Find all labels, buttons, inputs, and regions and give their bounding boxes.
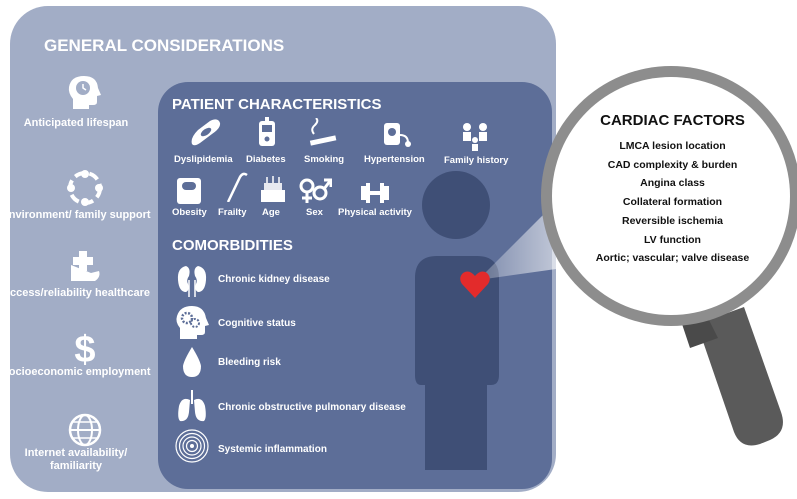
dyslipidemia-label: Dyslipidemia <box>174 154 233 165</box>
magnifier-handle <box>697 307 783 446</box>
kidneys-icon <box>177 266 207 297</box>
blood-pressure-icon <box>384 123 411 147</box>
anticipated-lifespan-label: Anticipated lifespan <box>23 117 129 129</box>
cardiac-factor-item: Reversible ischemia <box>622 214 723 227</box>
svg-text:$: $ <box>74 329 95 368</box>
family-tree-icon <box>463 123 487 151</box>
magnifier-lens <box>552 77 790 315</box>
globe-icon <box>68 413 102 447</box>
sex-label: Sex <box>306 207 323 218</box>
glucose-meter-icon <box>259 117 275 146</box>
silhouette-head <box>422 171 490 239</box>
cardiac-factor-item: CAD complexity & burden <box>607 158 738 171</box>
cognitive-status-label: Cognitive status <box>218 318 296 329</box>
artery-plaque-icon <box>191 119 221 146</box>
patient-silhouette <box>415 171 499 470</box>
concentric-rings-icon <box>175 429 209 463</box>
birthday-cake-icon <box>261 176 285 202</box>
silhouette-body <box>415 256 499 470</box>
copd-label: Chronic obstructive pulmonary disease <box>218 402 406 413</box>
environment-family-support-label: Environment/ family support <box>1 209 151 221</box>
blood-drop-icon <box>183 347 201 377</box>
cardiac-factors-list: CARDIAC FACTORS LMCA lesion location CAD… <box>560 112 785 268</box>
systemic-inflammation-label: Systemic inflammation <box>218 444 327 455</box>
age-label: Age <box>262 207 280 218</box>
obesity-label: Obesity <box>172 207 207 218</box>
frailty-label: Frailty <box>218 207 247 218</box>
scale-icon <box>177 178 201 204</box>
lungs-icon <box>178 390 206 422</box>
socioeconomic-employment-label: Socioeconomic employment <box>1 366 151 378</box>
hand-cross-icon <box>71 251 100 281</box>
smoking-label: Smoking <box>304 154 345 165</box>
cigarette-icon <box>309 118 337 146</box>
cardiac-factors-title: CARDIAC FACTORS <box>600 112 745 129</box>
family-history-label: Family history <box>444 155 509 166</box>
heart-icon <box>460 271 490 298</box>
chronic-kidney-disease-label: Chronic kidney disease <box>218 274 330 285</box>
gender-symbols-icon <box>299 178 332 203</box>
diabetes-label: Diabetes <box>246 154 286 165</box>
cane-icon <box>226 172 248 202</box>
people-circle-icon <box>67 170 103 206</box>
internet-availability-label: Internet availability/ familiarity <box>24 447 128 472</box>
cardiac-factor-item: Aortic; vascular; valve disease <box>595 252 750 265</box>
dumbbell-icon <box>361 183 389 203</box>
cardiac-factor-item: Angina class <box>640 177 705 190</box>
patient-characteristics-title: PATIENT CHARACTERISTICS <box>172 96 382 113</box>
dollar-icon: $ <box>74 329 95 368</box>
head-clock-icon <box>68 76 101 109</box>
head-gears-icon <box>176 306 209 339</box>
cardiac-factor-item: Collateral formation <box>622 196 723 209</box>
access-reliability-healthcare-label: Access/reliability healthcare <box>2 287 150 299</box>
cardiac-factor-item: LMCA lesion location <box>619 140 726 152</box>
cardiac-factor-item: LV function <box>644 233 701 246</box>
bleeding-risk-label: Bleeding risk <box>218 357 281 368</box>
physical-activity-label: Physical activity <box>338 207 412 218</box>
comorbidities-title: COMORBIDITIES <box>172 237 293 254</box>
hypertension-label: Hypertension <box>364 154 425 165</box>
general-considerations-title: GENERAL CONSIDERATIONS <box>44 36 285 55</box>
